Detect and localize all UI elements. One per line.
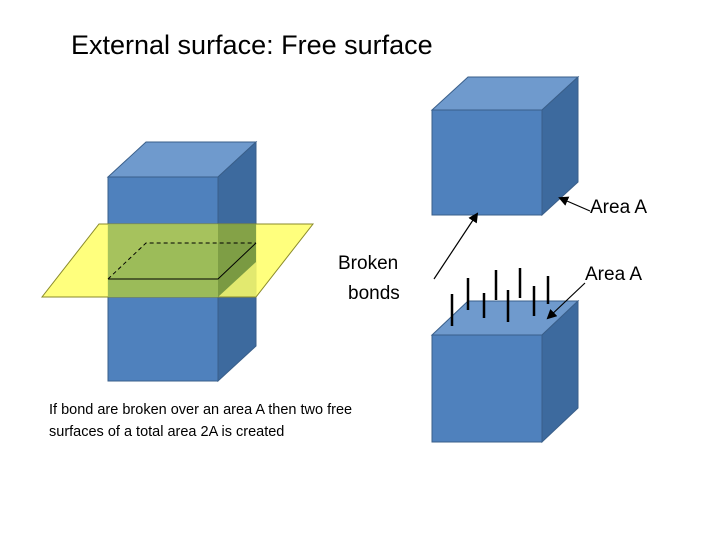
plane-overlap-upper [108, 224, 218, 279]
area-a-label-top: Area A [590, 197, 648, 218]
arrows [433, 196, 591, 320]
plane-overlap-upper-side [218, 224, 256, 279]
area-a-label-bottom: Area A [585, 264, 643, 285]
arrow-area-top-to-upper-face [558, 196, 591, 212]
plane-overlap-front [108, 279, 218, 297]
broken-bond-stubs [450, 268, 550, 326]
lower-block [430, 299, 580, 444]
arrow-broken-bonds-to-upper-block [433, 212, 479, 280]
section-outline-dashed [107, 242, 256, 280]
upper-block [430, 75, 580, 217]
broken-bonds-label-line1: Broken [338, 253, 399, 274]
broken-bonds-label-line2: bonds [348, 283, 400, 304]
arrow-area-bottom-to-lower-face [546, 282, 586, 320]
slide-title: External surface: Free surface [71, 30, 433, 60]
cut-block [40, 140, 315, 383]
lower-block-front-face [431, 334, 543, 443]
section-outline-solid [108, 242, 257, 280]
plane-overlap-side [218, 243, 256, 297]
explanation-note: If bond are broken over an area A then t… [49, 402, 353, 440]
upper-block-front-face [431, 109, 543, 216]
